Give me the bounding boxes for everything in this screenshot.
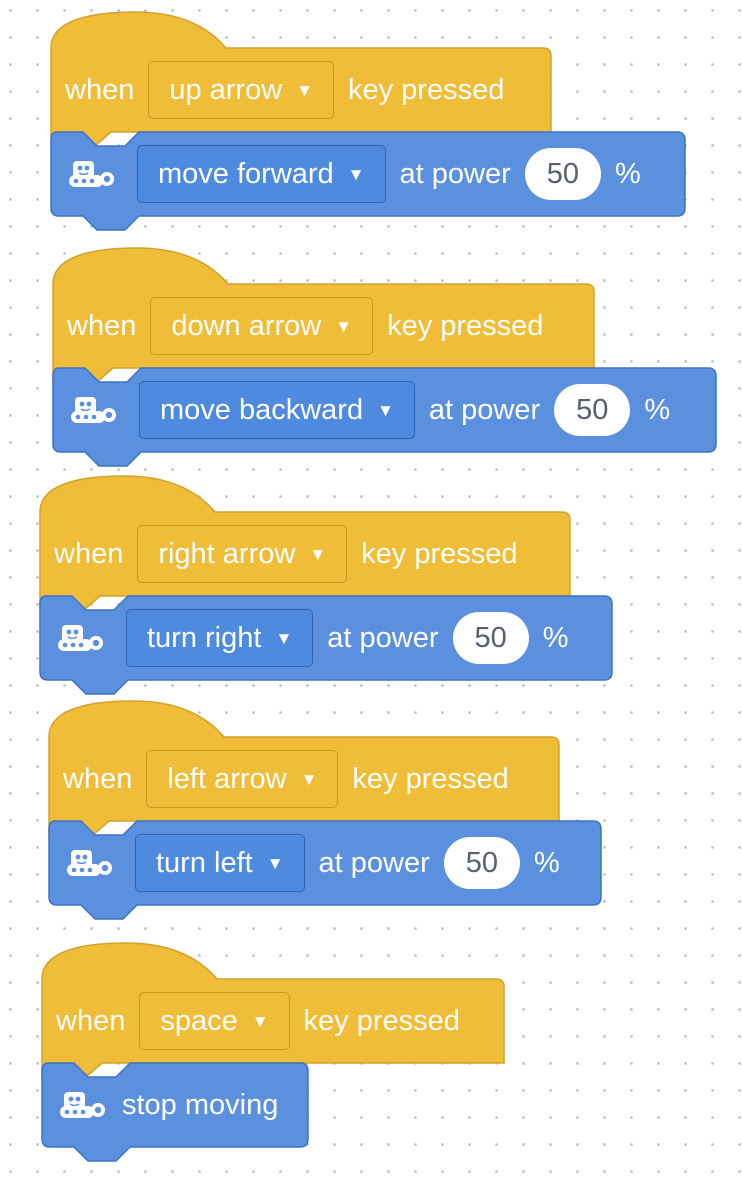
key-dropdown-value: right arrow xyxy=(158,537,296,570)
dropdown-arrow-icon: ▼ xyxy=(309,544,327,564)
power-input[interactable]: 50 xyxy=(524,148,601,200)
dropdown-arrow-icon: ▼ xyxy=(347,164,365,184)
hat-block[interactable]: when left arrow ▼ key pressed xyxy=(49,737,509,821)
key-pressed-label: key pressed xyxy=(387,309,544,342)
when-label: when xyxy=(56,1004,126,1037)
robot-icon xyxy=(58,625,103,651)
key-dropdown-value: space xyxy=(160,1004,238,1037)
dropdown-arrow-icon: ▼ xyxy=(377,400,394,420)
percent-label: % xyxy=(644,393,671,426)
key-dropdown[interactable]: space ▼ xyxy=(139,992,290,1050)
script-right-arrow[interactable]: when right arrow ▼ key pressed turn righ… xyxy=(39,464,613,696)
script-down-arrow[interactable]: when down arrow ▼ key pressed move backw… xyxy=(52,236,717,468)
power-input[interactable]: 50 xyxy=(443,837,521,889)
key-pressed-label: key pressed xyxy=(303,1004,460,1037)
stop-moving-label: stop moving xyxy=(122,1088,279,1121)
key-pressed-label: key pressed xyxy=(352,762,509,795)
dropdown-arrow-icon: ▼ xyxy=(266,853,284,873)
when-label: when xyxy=(67,309,137,342)
when-label: when xyxy=(65,73,135,106)
dropdown-arrow-icon: ▼ xyxy=(251,1011,269,1031)
hat-block[interactable]: when down arrow ▼ key pressed xyxy=(53,284,543,368)
command-block[interactable]: turn left ▼ at power 50 % xyxy=(49,821,560,905)
robot-icon xyxy=(60,1092,105,1118)
key-dropdown-value: down arrow xyxy=(171,309,322,342)
at-power-label: at power xyxy=(428,393,541,426)
key-pressed-label: key pressed xyxy=(361,537,518,570)
dropdown-arrow-icon: ▼ xyxy=(335,316,353,336)
action-dropdown[interactable]: move forward ▼ xyxy=(137,145,386,203)
action-dropdown[interactable]: move backward ▼ xyxy=(139,381,415,439)
hat-block[interactable]: when right arrow ▼ key pressed xyxy=(40,512,518,596)
robot-icon xyxy=(69,161,114,187)
at-power-label: at power xyxy=(327,621,439,654)
command-block[interactable]: turn right ▼ at power 50 % xyxy=(40,596,569,680)
when-label: when xyxy=(63,762,133,795)
action-dropdown-value: turn right xyxy=(147,621,262,654)
key-pressed-label: key pressed xyxy=(347,73,505,106)
action-dropdown[interactable]: turn right ▼ xyxy=(126,609,314,667)
action-dropdown[interactable]: turn left ▼ xyxy=(135,834,305,892)
command-block[interactable]: stop moving xyxy=(42,1063,292,1147)
hat-block[interactable]: when space ▼ key pressed xyxy=(42,979,460,1063)
percent-label: % xyxy=(542,621,569,654)
key-dropdown-value: left arrow xyxy=(167,762,287,795)
action-dropdown-value: turn left xyxy=(156,846,253,879)
command-block[interactable]: move forward ▼ at power 50 % xyxy=(51,132,641,216)
action-dropdown-value: move backward xyxy=(160,393,364,426)
power-input[interactable]: 50 xyxy=(554,384,631,436)
key-dropdown[interactable]: up arrow ▼ xyxy=(148,61,334,119)
percent-label: % xyxy=(534,846,560,879)
key-dropdown[interactable]: left arrow ▼ xyxy=(146,750,339,808)
key-dropdown[interactable]: down arrow ▼ xyxy=(150,297,374,355)
power-input[interactable]: 50 xyxy=(452,612,529,664)
action-dropdown-value: move forward xyxy=(158,157,334,190)
command-block[interactable]: move backward ▼ at power 50 % xyxy=(53,368,670,452)
script-space[interactable]: when space ▼ key pressed stop moving xyxy=(41,931,505,1163)
robot-icon xyxy=(71,397,116,423)
hat-block[interactable]: when up arrow ▼ key pressed xyxy=(51,48,504,132)
script-up-arrow[interactable]: when up arrow ▼ key pressed move forward… xyxy=(50,0,686,232)
robot-icon xyxy=(67,850,112,876)
at-power-label: at power xyxy=(399,157,511,190)
key-dropdown[interactable]: right arrow ▼ xyxy=(137,525,348,583)
key-dropdown-value: up arrow xyxy=(169,73,283,106)
script-left-arrow[interactable]: when left arrow ▼ key pressed turn left … xyxy=(48,689,602,921)
when-label: when xyxy=(54,537,124,570)
dropdown-arrow-icon: ▼ xyxy=(275,628,293,648)
dropdown-arrow-icon: ▼ xyxy=(296,80,313,100)
dropdown-arrow-icon: ▼ xyxy=(300,769,318,789)
at-power-label: at power xyxy=(318,846,430,879)
percent-label: % xyxy=(615,157,641,190)
